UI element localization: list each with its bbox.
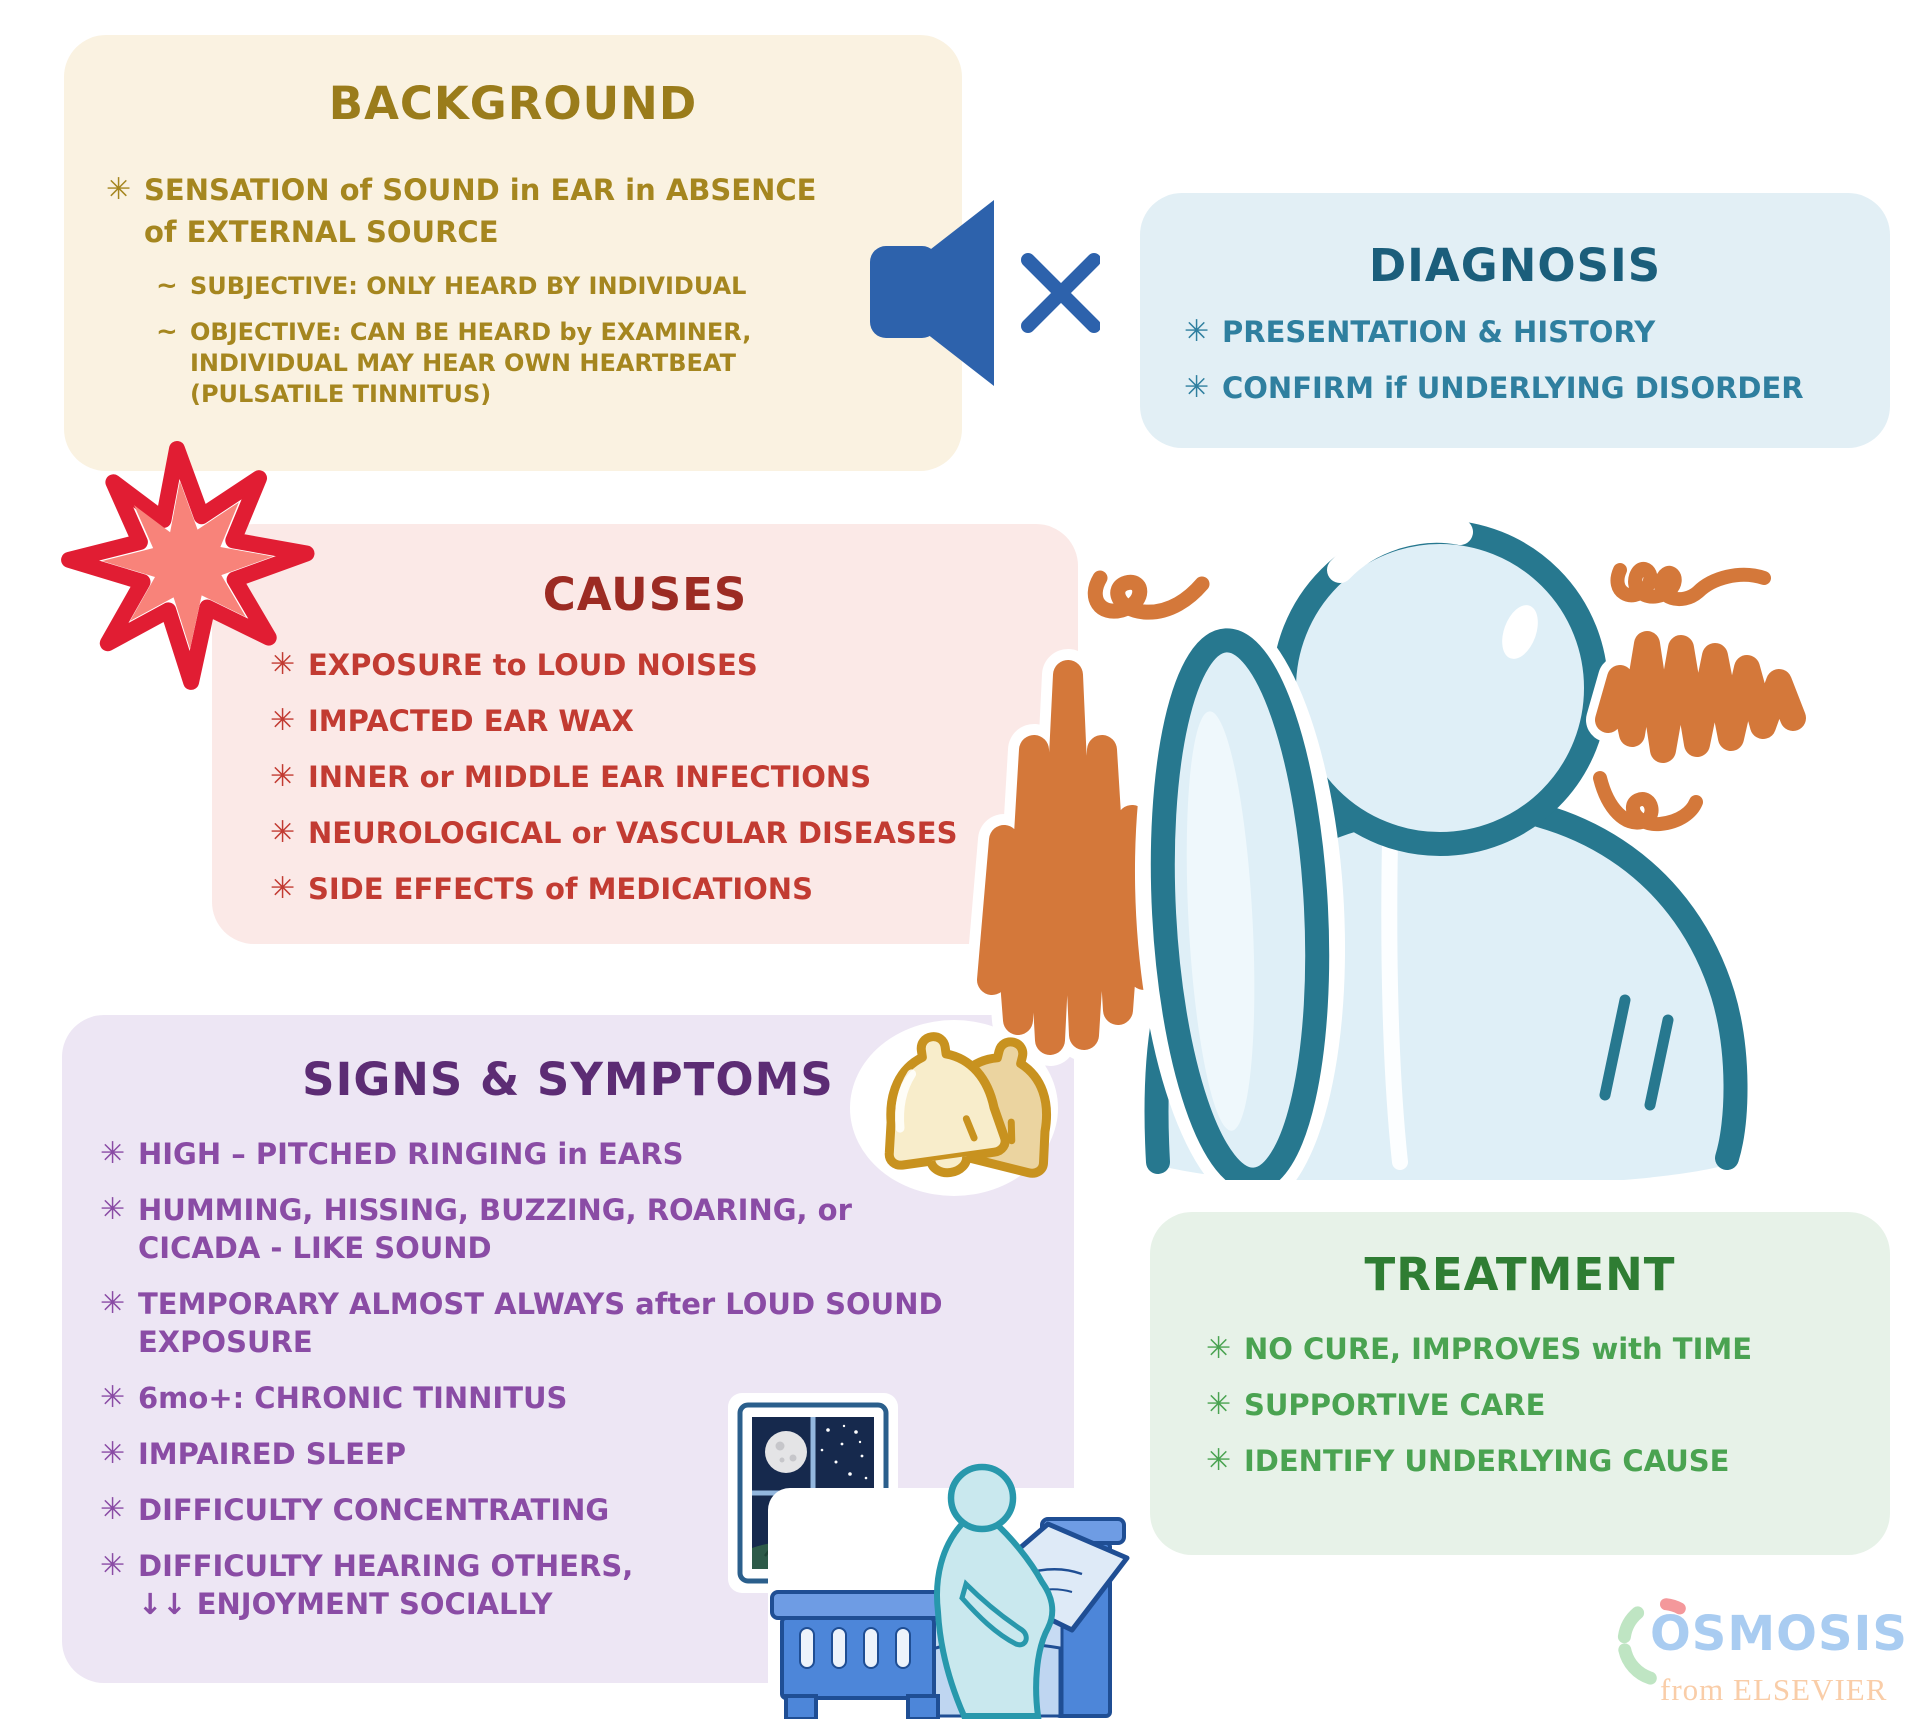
asterisk-bullet-icon: ✳ (100, 1492, 126, 1527)
list-item-text: IDENTIFY UNDERLYING CAUSE (1244, 1444, 1730, 1478)
asterisk-bullet-icon: ✳ (1206, 1387, 1232, 1422)
list-item: ✳ DIFFICULTY CONCENTRATING (100, 1491, 1056, 1529)
asterisk-bullet-icon: ✳ (100, 1286, 126, 1321)
background-list: ✳ SENSATION of SOUND in EAR in ABSENCE o… (106, 169, 922, 425)
asterisk-bullet-icon: ✳ (270, 759, 296, 794)
list-item-text: DIFFICULTY HEARING OTHERS, ↓↓ ENJOYMENT … (138, 1549, 634, 1621)
list-item: ✳ 6mo+: CHRONIC TINNITUS (100, 1379, 1056, 1417)
list-item: ✳ HIGH – PITCHED RINGING in EARS (100, 1135, 1056, 1173)
background-title: BACKGROUND (328, 77, 698, 130)
list-item-text: DIFFICULTY CONCENTRATING (138, 1493, 610, 1527)
bell-icon (850, 1020, 1058, 1196)
list-item: ✳ PRESENTATION & HISTORY (1184, 313, 1870, 351)
muted-speaker-icon (870, 200, 1100, 386)
list-item-text: NEUROLOGICAL or VASCULAR DISEASES (308, 816, 958, 850)
list-item: ✳ CONFIRM if UNDERLYING DISORDER (1184, 369, 1870, 407)
list-item-text: INNER or MIDDLE EAR INFECTIONS (308, 760, 872, 794)
causes-panel: CAUSES ✳ EXPOSURE to LOUD NOISES ✳ IMPAC… (212, 524, 1078, 944)
list-item: ✳ IDENTIFY UNDERLYING CAUSE (1206, 1442, 1870, 1480)
asterisk-bullet-icon: ✳ (100, 1192, 126, 1227)
treatment-list: ✳ NO CURE, IMPROVES with TIME ✳ SUPPORTI… (1206, 1330, 1870, 1498)
causes-title: CAUSES (542, 568, 748, 621)
list-item: ✳ NO CURE, IMPROVES with TIME (1206, 1330, 1870, 1368)
treatment-title: TREATMENT (1364, 1248, 1676, 1301)
asterisk-bullet-icon: ✳ (1206, 1331, 1232, 1366)
speaker-icon (870, 200, 994, 386)
treatment-panel: TREATMENT ✳ NO CURE, IMPROVES with TIME … (1150, 1212, 1890, 1555)
list-subitem: ~ SUBJECTIVE: ONLY HEARD BY INDIVIDUAL (156, 271, 922, 302)
starburst-icon (61, 441, 315, 690)
asterisk-bullet-icon: ✳ (100, 1136, 126, 1171)
list-item-text: EXPOSURE to LOUD NOISES (308, 648, 758, 682)
list-subitem: ~ OBJECTIVE: CAN BE HEARD by EXAMINER, I… (156, 317, 922, 410)
elsevier-tagline-text: from ELSEVIER (1660, 1672, 1888, 1707)
list-item: ✳ SIDE EFFECTS of MEDICATIONS (270, 870, 1058, 908)
osmosis-logo: OSMOSIS from ELSEVIER (1604, 1582, 1920, 1719)
asterisk-bullet-icon: ✳ (270, 647, 296, 682)
list-item: ✳ DIFFICULTY HEARING OTHERS, ↓↓ ENJOYMEN… (100, 1547, 1056, 1623)
list-item-text: SIDE EFFECTS of MEDICATIONS (308, 872, 813, 906)
list-item-text: NO CURE, IMPROVES with TIME (1244, 1332, 1753, 1366)
list-item-text: TEMPORARY ALMOST ALWAYS after LOUD SOUND… (138, 1287, 943, 1359)
signs-symptoms-title: SIGNS & SYMPTOMS (302, 1053, 834, 1106)
osmosis-logo-mark-icon (1617, 1598, 1686, 1685)
noise-scribbles-right-icon (1586, 555, 1815, 839)
signs-list: ✳ HIGH – PITCHED RINGING in EARS ✳ HUMMI… (100, 1135, 1056, 1641)
list-item-text: HUMMING, HISSING, BUZZING, ROARING, or C… (138, 1193, 852, 1265)
list-item: ✳ SENSATION of SOUND in EAR in ABSENCE o… (106, 169, 922, 253)
stars (820, 1424, 868, 1480)
asterisk-bullet-icon: ✳ (1206, 1443, 1232, 1478)
background-panel: BACKGROUND ✳ SENSATION of SOUND in EAR i… (64, 35, 962, 471)
asterisk-bullet-icon: ✳ (270, 871, 296, 906)
asterisk-bullet-icon: ✳ (100, 1380, 126, 1415)
list-item-text: 6mo+: CHRONIC TINNITUS (138, 1381, 568, 1415)
person-covering-ear-illustration (966, 516, 1815, 1180)
sitting-person (934, 1463, 1056, 1719)
diagnosis-title: DIAGNOSIS (1368, 239, 1662, 292)
list-item-text: SUPPORTIVE CARE (1244, 1388, 1546, 1422)
list-item-text: CONFIRM if UNDERLYING DISORDER (1222, 371, 1804, 405)
asterisk-bullet-icon: ✳ (106, 172, 132, 207)
asterisk-bullet-icon: ✳ (100, 1548, 126, 1583)
list-item-text: PRESENTATION & HISTORY (1222, 315, 1656, 349)
osmosis-brand-text: OSMOSIS (1650, 1606, 1908, 1662)
asterisk-bullet-icon: ✳ (270, 703, 296, 738)
tilde-bullet-icon: ~ (156, 271, 178, 301)
list-item: ✳ IMPACTED EAR WAX (270, 702, 1058, 740)
noise-scribbles-left-icon (966, 563, 1217, 1066)
person-on-bed-icon (768, 1463, 1130, 1719)
tilde-bullet-icon: ~ (156, 317, 178, 347)
asterisk-bullet-icon: ✳ (1184, 370, 1210, 405)
list-item: ✳ IMPAIRED SLEEP (100, 1435, 1056, 1473)
asterisk-bullet-icon: ✳ (270, 815, 296, 850)
list-item-text: IMPACTED EAR WAX (308, 704, 634, 738)
list-item: ✳ SUPPORTIVE CARE (1206, 1386, 1870, 1424)
diagnosis-panel: DIAGNOSIS ✳ PRESENTATION & HISTORY ✳ CON… (1140, 193, 1890, 448)
bell-front (884, 1032, 1010, 1178)
moon-icon (765, 1431, 807, 1473)
list-item: ✳ INNER or MIDDLE EAR INFECTIONS (270, 758, 1058, 796)
starburst-fill (102, 481, 274, 649)
asterisk-bullet-icon: ✳ (1184, 314, 1210, 349)
list-item-text: SENSATION of SOUND in EAR in ABSENCE of … (144, 173, 817, 249)
list-item-text: IMPAIRED SLEEP (138, 1437, 407, 1471)
list-subitem-text: OBJECTIVE: CAN BE HEARD by EXAMINER, IND… (190, 318, 752, 408)
list-item: ✳ TEMPORARY ALMOST ALWAYS after LOUD SOU… (100, 1285, 1056, 1361)
person-arm (1134, 612, 1346, 1180)
causes-list: ✳ EXPOSURE to LOUD NOISES ✳ IMPACTED EAR… (270, 646, 1058, 926)
list-item: ✳ NEUROLOGICAL or VASCULAR DISEASES (270, 814, 1058, 852)
sleepless-person-bed-illustration (728, 1393, 1130, 1719)
diagnosis-list: ✳ PRESENTATION & HISTORY ✳ CONFIRM if UN… (1184, 313, 1870, 425)
list-item-text: HIGH – PITCHED RINGING in EARS (138, 1137, 684, 1171)
list-item: ✳ HUMMING, HISSING, BUZZING, ROARING, or… (100, 1191, 1056, 1267)
list-item: ✳ EXPOSURE to LOUD NOISES (270, 646, 1058, 684)
list-subitem-text: SUBJECTIVE: ONLY HEARD BY INDIVIDUAL (190, 272, 747, 300)
asterisk-bullet-icon: ✳ (100, 1436, 126, 1471)
x-mark-icon (1021, 253, 1100, 333)
